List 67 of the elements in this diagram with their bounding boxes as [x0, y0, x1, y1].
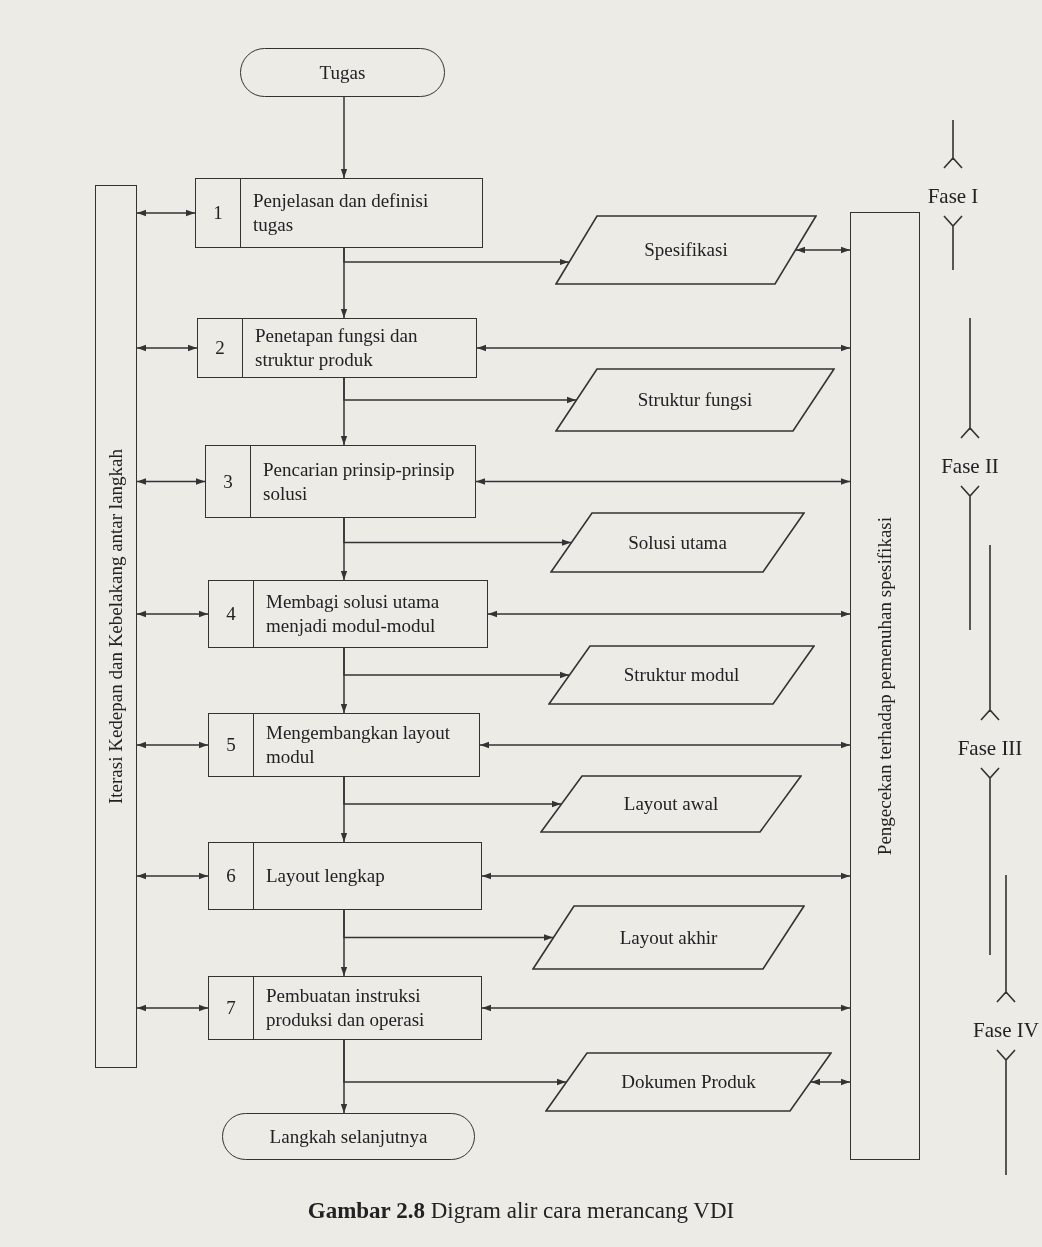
process-box — [208, 842, 482, 910]
arrow — [340, 647, 348, 714]
step-label: Layout lengkap — [266, 864, 385, 888]
step-number: 2 — [215, 336, 225, 360]
step-label: Mengembangkan layout modul — [266, 721, 452, 769]
node-label: Tugas — [319, 60, 366, 85]
terminal-shape — [240, 48, 445, 97]
process-box — [205, 445, 476, 518]
side-bar — [95, 185, 137, 1068]
arrow — [475, 478, 851, 485]
node-label: Spesifikasi — [644, 238, 728, 262]
arrow — [136, 610, 209, 618]
data-parallelogram — [555, 215, 817, 285]
arrow — [136, 209, 196, 217]
process-box — [197, 318, 477, 378]
process-box — [208, 976, 482, 1040]
arrow — [340, 517, 348, 581]
arrow — [481, 1004, 851, 1012]
arrow — [479, 741, 851, 749]
arrow — [136, 872, 209, 880]
process-box — [208, 713, 480, 777]
arrow — [340, 247, 348, 319]
step-number: 4 — [226, 602, 236, 626]
node-label: Pengecekan terhadap pemenuhan spesifikasi — [874, 516, 896, 856]
data-parallelogram — [545, 1052, 832, 1112]
figure-caption: Gambar 2.8 Digram alir cara merancang VDI — [306, 1198, 736, 1224]
arrow — [795, 246, 851, 254]
data-parallelogram — [550, 512, 805, 573]
step-number: 6 — [226, 864, 236, 888]
data-parallelogram — [540, 775, 802, 833]
step-number: 7 — [226, 996, 236, 1020]
arrow — [340, 96, 348, 179]
step-label: Penetapan fungsi dan struktur produk — [255, 324, 419, 372]
step-number: 1 — [213, 201, 223, 225]
arrow — [476, 344, 851, 352]
arrow — [136, 344, 198, 352]
side-bar — [850, 212, 920, 1160]
arrow — [340, 377, 348, 446]
node-label: Dokumen Produk — [621, 1070, 756, 1094]
arrow — [487, 610, 851, 618]
data-parallelogram — [548, 645, 815, 705]
data-parallelogram — [555, 368, 835, 432]
node-label: Layout akhir — [619, 925, 718, 950]
arrow — [340, 1039, 348, 1114]
step-label: Penjelasan dan definisi tugas — [253, 189, 430, 237]
node-label: Langkah selanjutnya — [269, 1124, 428, 1149]
step-number: 5 — [226, 733, 236, 757]
step-label: Pembuatan instruksi produksi dan operasi — [266, 984, 426, 1032]
terminal-shape — [222, 1113, 475, 1160]
arrow — [136, 1004, 209, 1012]
node-label: Iterasi Kedepan dan Kebelakang antar langkah — [105, 449, 127, 804]
step-number: 3 — [223, 469, 233, 494]
step-label: Membagi solusi utama menjadi modul-modul — [266, 590, 441, 638]
arrow — [340, 909, 348, 977]
node-label: Struktur fungsi — [637, 388, 753, 412]
node-label: Layout awal — [623, 792, 719, 816]
step-label: Pencarian prinsip-prinsip solusi — [263, 457, 456, 506]
process-box — [208, 580, 488, 648]
arrow — [810, 1078, 851, 1086]
data-parallelogram — [532, 905, 805, 970]
node-label: Solusi utama — [628, 530, 727, 555]
process-box — [195, 178, 483, 248]
arrow — [136, 478, 206, 485]
arrow — [136, 741, 209, 749]
arrow — [481, 872, 851, 880]
node-label: Struktur modul — [623, 663, 740, 687]
arrow — [340, 776, 348, 843]
